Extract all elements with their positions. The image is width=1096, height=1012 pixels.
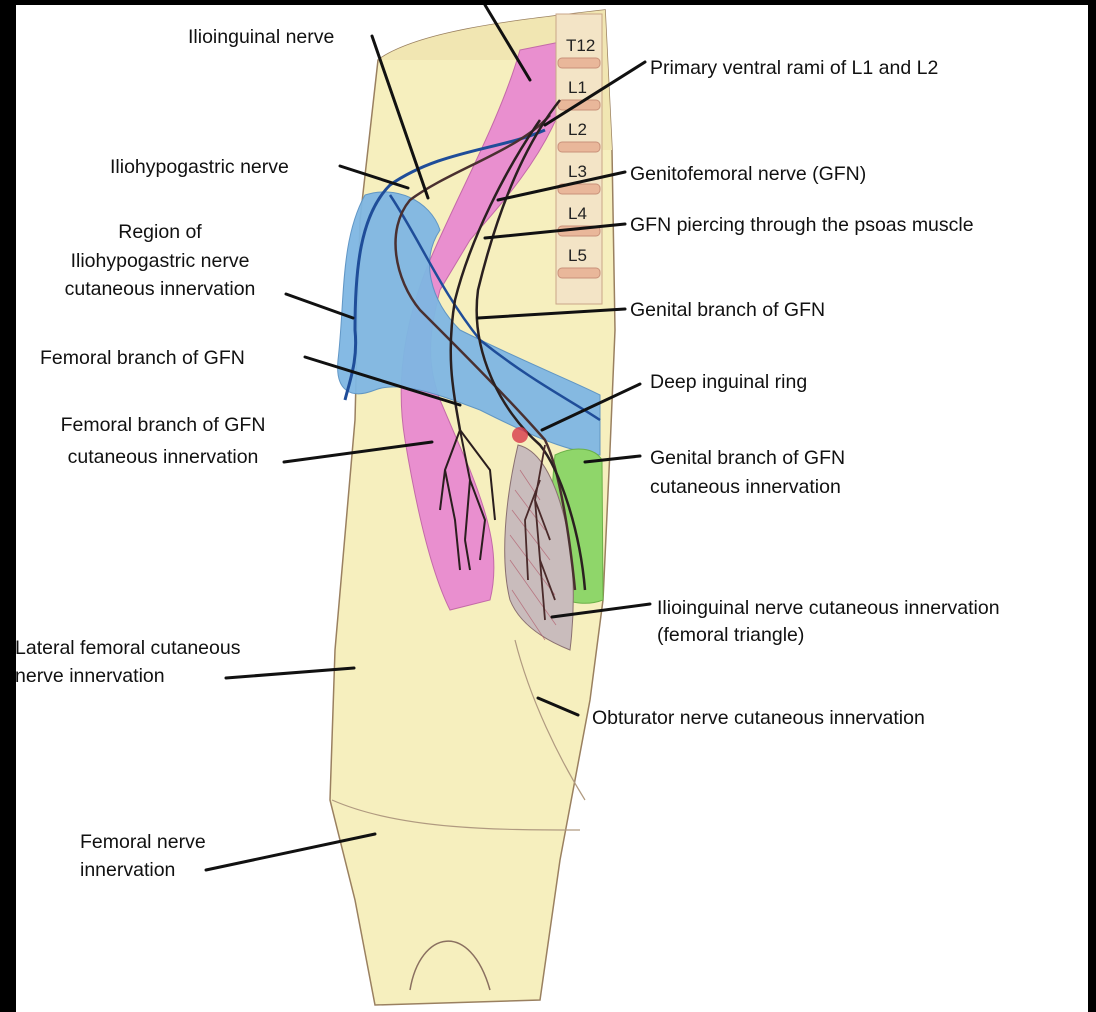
label-femoral-branch: Femoral branch of GFN [40,346,245,370]
left-border [0,0,16,1012]
right-border [1088,0,1096,1012]
deep-inguinal-ring-marker [512,427,528,443]
label-femoral-branch-cutaneous: Femoral branch of GFN cutaneous innervat… [28,413,298,469]
vertebra-label-l3: L3 [568,162,587,182]
vertebra-label-l2: L2 [568,120,587,140]
label-femoral-nerve: Femoral nerve innervation [80,830,206,882]
label-genital-branch-cutaneous: Genital branch of GFN cutaneous innervat… [650,446,845,499]
top-border [16,0,1088,5]
label-ilioinguinal-cutaneous: Ilioinguinal nerve cutaneous innervation… [657,596,1000,647]
vertebra-label-l5: L5 [568,246,587,266]
label-ilioinguinal-nerve: Ilioinguinal nerve [188,25,334,49]
vertebra-label-t12: T12 [566,36,595,56]
label-iliohypogastric-nerve: Iliohypogastric nerve [110,155,289,179]
label-primary-ventral-rami: Primary ventral rami of L1 and L2 [650,56,938,80]
label-obturator: Obturator nerve cutaneous innervation [592,706,925,730]
label-gfn-piercing: GFN piercing through the psoas muscle [630,213,974,237]
label-genital-branch: Genital branch of GFN [630,298,825,322]
label-genitofemoral-nerve: Genitofemoral nerve (GFN) [630,162,866,186]
vertebra-label-l4: L4 [568,204,587,224]
vertebra-label-l1: L1 [568,78,587,98]
label-lateral-femoral: Lateral femoral cutaneous nerve innervat… [15,636,240,688]
label-region-iliohypogastric: Region of Iliohypogastric nerve cutaneou… [30,220,290,301]
label-deep-inguinal-ring: Deep inguinal ring [650,370,807,394]
